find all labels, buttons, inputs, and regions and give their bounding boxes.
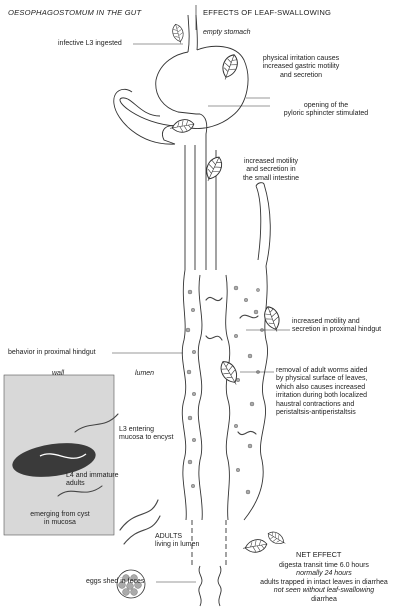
label-eggs: eggs shed in feces [86,578,144,586]
hindgut-left-wall-inner [198,275,202,520]
label-behavior: behavior in proximal hindgut [8,349,96,357]
caecum-tube [256,183,270,266]
label-infective: infective L3 ingested [58,40,122,48]
label-net-effect: NET EFFECT [296,551,341,559]
label-wall: wall [52,370,64,378]
hindgut-right-wall-inner [226,275,230,520]
worm [240,315,258,318]
leaf-icon [219,52,241,81]
duodenum [114,89,207,150]
hindgut-right-wall-outer [244,266,268,520]
leaf-icon [266,529,288,548]
worm [238,431,256,434]
esophagus [188,15,197,52]
worm [206,297,222,300]
leaf-icon [171,23,186,45]
header-right: EFFECTS OF LEAF-SWALLOWING [203,9,331,17]
label-empty-stomach: empty stomach [203,29,250,37]
leaf-icon [202,154,225,184]
leaf-icon [242,538,268,554]
header-left: OESOPHAGOSTOMUM IN THE GUT [8,9,141,17]
leaf-icon [217,358,242,388]
label-net-lines: digesta transit time 6.0 hours normally … [252,562,396,604]
worm [206,336,222,340]
rectum [199,566,221,606]
label-lumen: lumen [135,370,154,378]
hindgut-left-wall-outer [182,270,186,520]
leaf-icon [169,118,195,134]
